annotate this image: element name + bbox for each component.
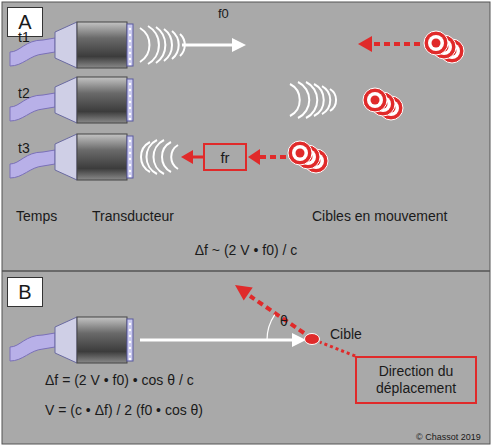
transducer-symbol <box>10 134 133 180</box>
node-text: B <box>18 281 31 304</box>
echo-arrow <box>192 156 203 159</box>
angle-arc <box>267 315 275 340</box>
target-dot: Cible <box>304 333 320 345</box>
echo-arrow <box>259 155 286 159</box>
panel-divider <box>2 270 490 272</box>
time-label: t3 <box>18 141 30 156</box>
time-label: t1 <box>18 30 30 45</box>
axis-label: Transducteur <box>92 209 174 224</box>
node-text: Cible <box>330 326 362 342</box>
arrow-head <box>292 333 306 347</box>
axis-label: Temps <box>16 209 57 224</box>
node-text: Direction du déplacement <box>359 363 473 398</box>
time-label: t2 <box>18 86 30 101</box>
emitted-wave <box>290 82 336 118</box>
reflected-wave <box>141 140 178 174</box>
beam-arrow <box>140 339 294 342</box>
transducer-symbol <box>10 317 133 363</box>
wave-arrow <box>182 44 234 47</box>
panel-letter-box: B <box>7 277 43 307</box>
frequency-box: fr <box>203 143 247 171</box>
target-symbol <box>288 141 312 165</box>
target-symbol <box>363 88 387 112</box>
node-text: fr <box>220 149 229 166</box>
target-symbol <box>424 31 448 55</box>
leader-line <box>320 342 355 356</box>
dot-shape <box>304 333 320 345</box>
motion-arrow <box>370 42 420 46</box>
direction-box: Direction du déplacement <box>355 356 477 404</box>
formula: Δf = (2 V • f0) • cos θ / c <box>45 373 194 388</box>
arrow-head <box>181 150 193 164</box>
formula: V = (c • Δf) / 2 (f0 • cos θ) <box>45 403 203 418</box>
formula: Δf ~ (2 V • f0) / c <box>195 243 298 258</box>
direction-arrow <box>250 296 304 333</box>
copyright-note: © Chassot 2019 <box>416 433 481 443</box>
arrow-head <box>232 38 246 52</box>
arrow-head <box>235 285 253 301</box>
angle-label: θ <box>280 314 288 329</box>
transducer-symbol <box>10 77 133 123</box>
emitted-wave <box>140 26 185 64</box>
frequency-label: f0 <box>218 7 229 21</box>
arrow-head <box>358 36 372 52</box>
arrow-head <box>248 149 260 165</box>
axis-label: Cibles en mouvement <box>312 209 447 224</box>
dot-shape <box>305 334 320 345</box>
